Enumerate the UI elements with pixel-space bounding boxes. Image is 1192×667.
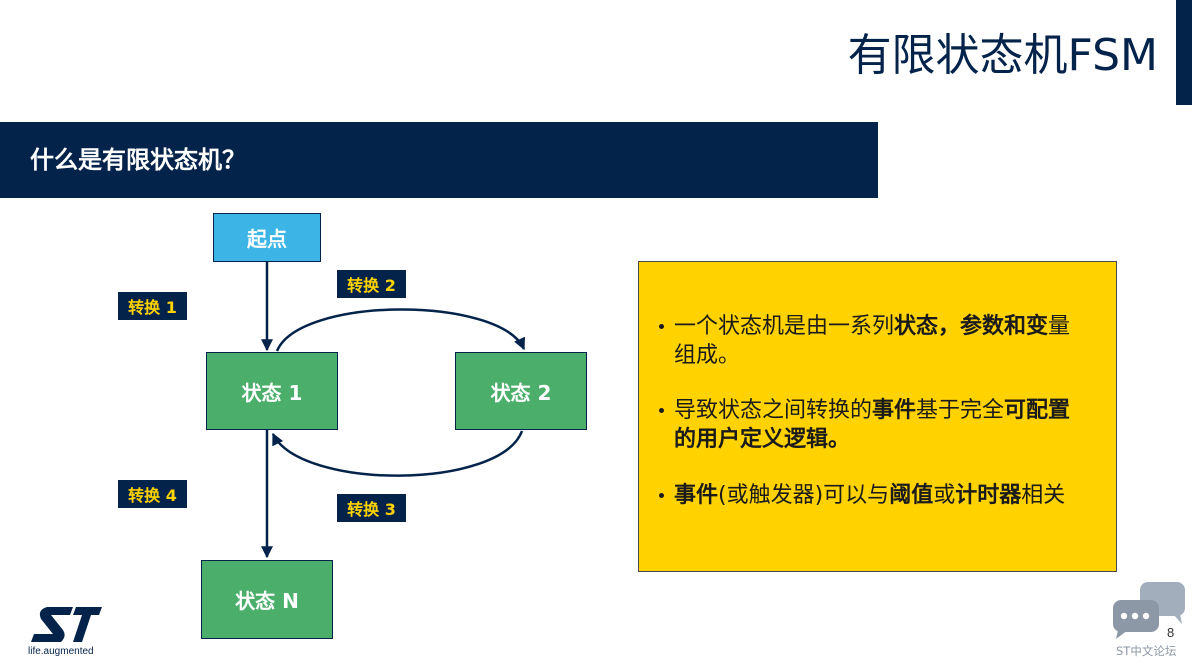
bullet-dot-icon — [659, 324, 664, 329]
transition-3-label: 转换 3 — [337, 494, 406, 522]
state-2-node: 状态 2 — [455, 352, 587, 430]
slide-title: 有限状态机FSM — [847, 30, 1158, 81]
bullet-text: 基于完全 — [916, 398, 1005, 423]
bullet-dot-icon — [659, 408, 664, 413]
bullet-text-bold: 的用户定义逻辑。 — [674, 427, 851, 452]
banner-heading: 什么是有限状态机？ — [30, 146, 246, 174]
bullet-item: 事件(或触发器)可以与阈值或计时器相关 — [659, 481, 1106, 510]
bubble-dot — [1131, 612, 1139, 620]
right-edge-bar — [1176, 0, 1192, 105]
arrow-state-1-to-state-2 — [275, 308, 526, 352]
bullet-item: 导致状态之间转换的事件基于完全可配置 的用户定义逻辑。 — [659, 396, 1106, 454]
transition-4-label: 转换 4 — [118, 480, 187, 508]
bullet-text-bold: 事件 — [674, 483, 719, 508]
bullet-text: 或 — [933, 483, 956, 508]
state-1-node: 状态 1 — [206, 352, 338, 430]
front-bubble-tail — [1116, 630, 1128, 639]
state-n-node: 状态 N — [201, 560, 333, 639]
transition-1-label: 转换 1 — [118, 292, 187, 320]
bullet-text: 组成。 — [674, 343, 741, 368]
bullet-text: (或触发器)可以与 — [718, 483, 890, 508]
bullet-text: 一个状态机是由一系列 — [674, 314, 895, 339]
bubble-dot — [1120, 612, 1128, 620]
st-logo — [31, 607, 102, 642]
bullet-text: 导致状态之间转换的 — [674, 398, 873, 423]
watermark-text: ST中文论坛 — [1116, 644, 1177, 658]
bullet-text: 量 — [1048, 314, 1071, 339]
st-logo-s-shape — [31, 607, 73, 642]
bullet-dot-icon — [659, 493, 664, 498]
start-node: 起点 — [213, 213, 321, 262]
back-bubble-tail — [1173, 614, 1182, 624]
transition-2-label: 转换 2 — [337, 270, 406, 298]
bullet-text-bold: 状态，参数和变 — [894, 314, 1049, 339]
section-banner: 什么是有限状态机？ — [0, 122, 878, 198]
arrow-state-2-to-state-1 — [271, 430, 524, 477]
page-number: 8 — [1167, 625, 1175, 640]
info-box: 一个状态机是由一系列状态，参数和变量 组成。 导致状态之间转换的事件基于完全可配… — [638, 261, 1117, 572]
st-logo-t-shape — [73, 607, 102, 642]
bullet-text-bold: 事件 — [872, 398, 917, 423]
logo-tagline: life.augmented — [28, 646, 94, 657]
bullet-text-bold: 可配置 — [1004, 398, 1071, 423]
bullet-item: 一个状态机是由一系列状态，参数和变量 组成。 — [659, 312, 1106, 370]
bullet-text-bold: 阈值 — [889, 483, 934, 508]
bullet-text-bold: 计时器 — [955, 483, 1022, 508]
chat-bubbles-icon — [1113, 582, 1185, 639]
bullet-text: 相关 — [1021, 483, 1066, 508]
bubble-dot — [1142, 612, 1150, 620]
